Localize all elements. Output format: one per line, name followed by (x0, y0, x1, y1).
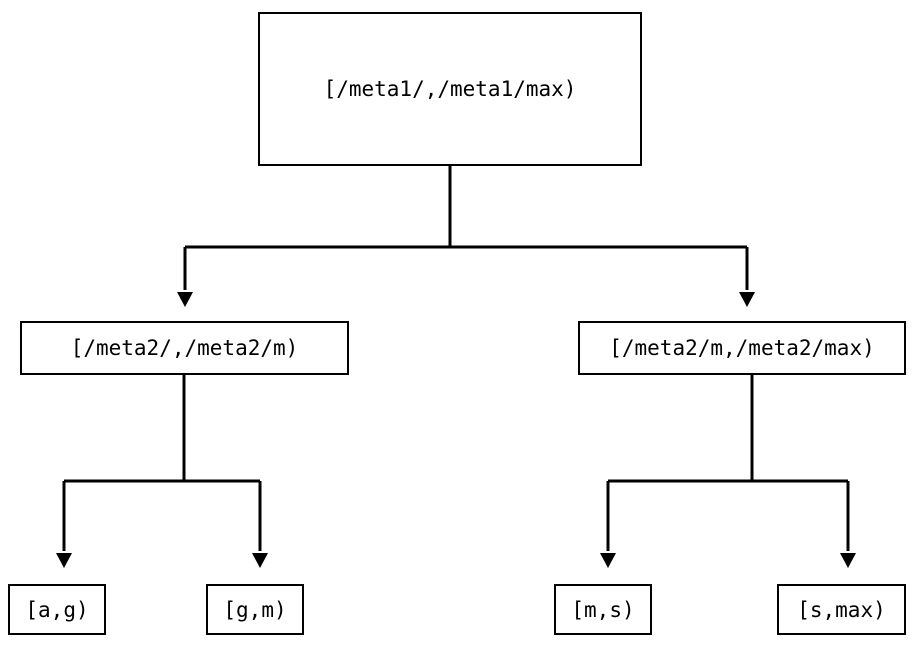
arrowhead-to-leaf-1 (56, 553, 72, 568)
node-leaf-3-label: [m,s) (571, 597, 635, 622)
arrowhead-to-mid-left (177, 292, 193, 307)
node-leaf-4-label: [s,max) (797, 597, 886, 622)
node-mid-left-label: [/meta2/,/meta2/m) (70, 336, 299, 360)
node-leaf-3: [m,s) (554, 584, 652, 635)
arrowhead-to-mid-right (739, 292, 755, 307)
node-mid-left: [/meta2/,/meta2/m) (20, 321, 349, 375)
node-leaf-1: [a,g) (8, 584, 106, 635)
arrowhead-to-leaf-4 (840, 553, 856, 568)
node-leaf-4: [s,max) (777, 584, 906, 635)
node-root: [/meta1/,/meta1/max) (258, 12, 642, 166)
arrowhead-to-leaf-3 (600, 553, 616, 568)
node-mid-right-label: [/meta2/m,/meta2/max) (609, 336, 875, 360)
node-leaf-2: [g,m) (206, 584, 304, 635)
node-mid-right: [/meta2/m,/meta2/max) (578, 321, 906, 375)
node-leaf-1-label: [a,g) (25, 597, 89, 622)
node-leaf-2-label: [g,m) (223, 597, 287, 622)
arrowhead-to-leaf-2 (252, 553, 268, 568)
node-root-label: [/meta1/,/meta1/max) (323, 77, 577, 101)
